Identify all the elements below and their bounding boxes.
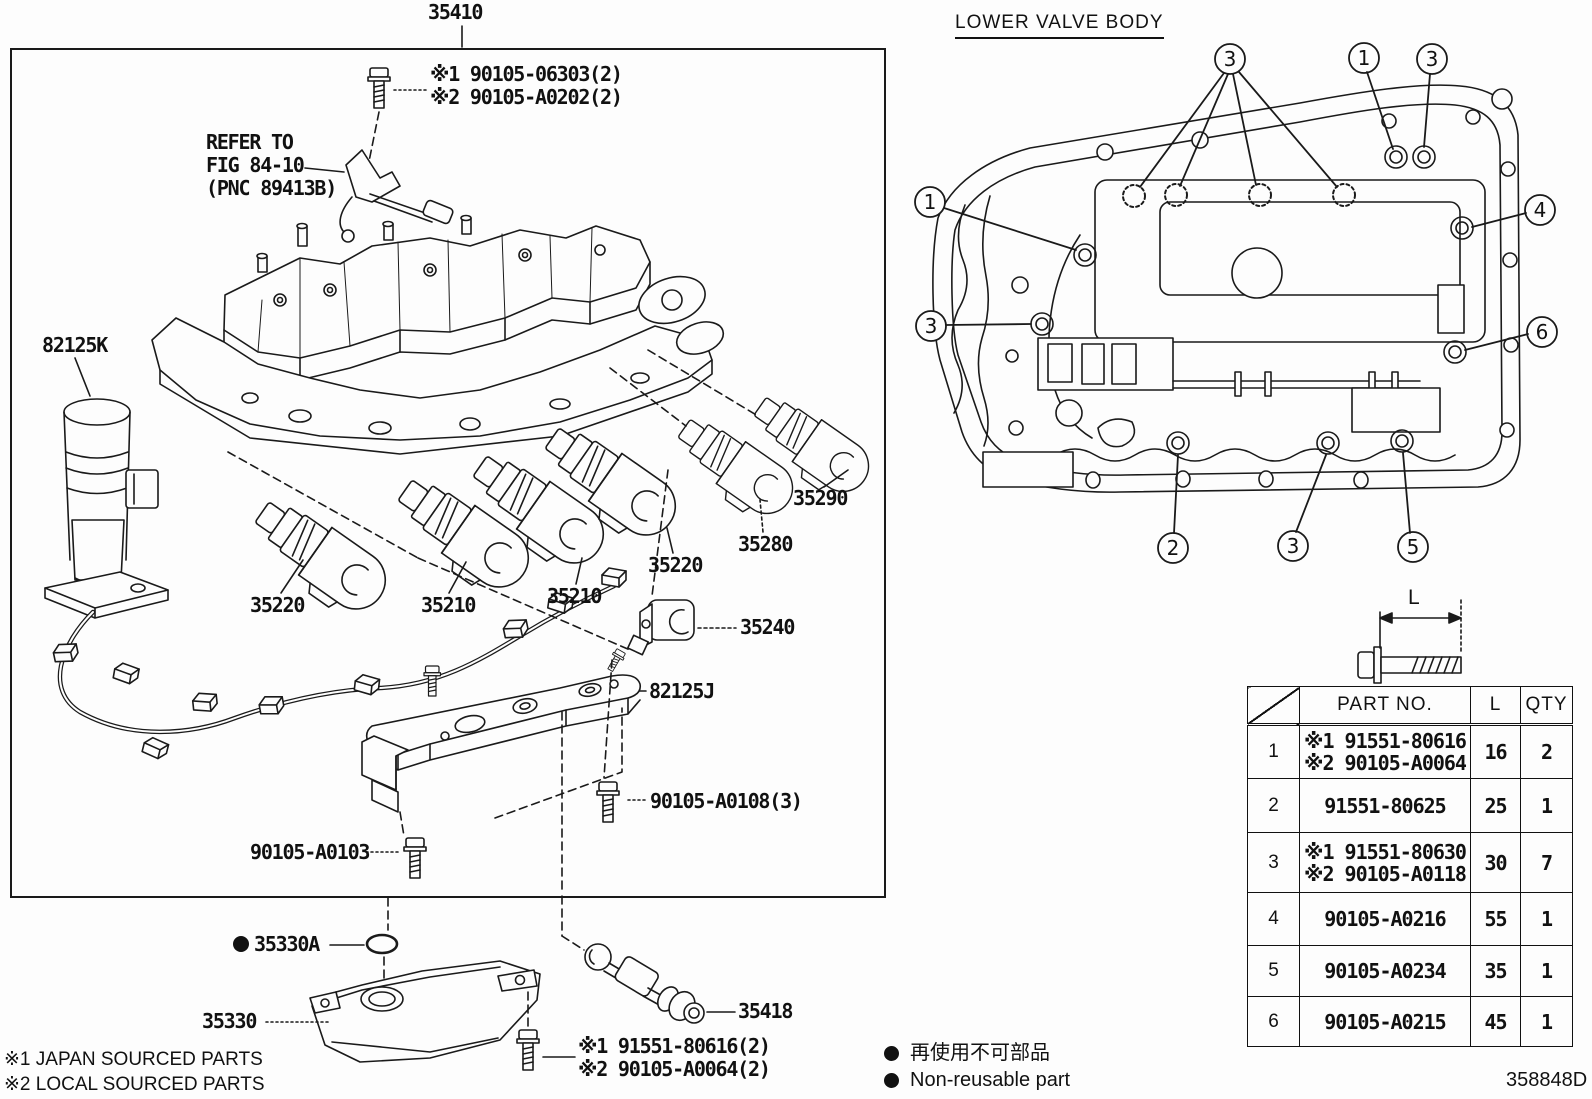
- solenoid-35220-right-label: 35220: [648, 553, 703, 577]
- callout-3-left: 3: [924, 314, 938, 338]
- refer-note-line3: (PNC 89413B): [206, 176, 337, 200]
- bolt-a0108-label: 90105-A0108(3): [650, 789, 803, 813]
- solenoid-35290-label: 35290: [793, 486, 848, 510]
- exploded-view-frame: [10, 48, 886, 898]
- top-bolt-note-line1: ※1 90105-06303(2): [430, 62, 623, 86]
- assembly-number-label: 35410: [428, 0, 483, 24]
- solenoid-35210-right-label: 35210: [547, 584, 602, 608]
- part-no: ※2 90105-A0064: [1304, 751, 1467, 775]
- table-header-row: PART NO. L QTY: [1247, 686, 1573, 725]
- table-row: 2 91551-80625 25 1: [1247, 778, 1573, 833]
- part-no: ※2 90105-A0118: [1304, 861, 1467, 886]
- lower-valve-body-title: LOWER VALVE BODY: [955, 12, 1164, 39]
- solenoid-35210-left-label: 35210: [421, 593, 476, 617]
- refer-note-line1: REFER TO: [206, 130, 294, 154]
- row-no: 3: [1247, 832, 1300, 893]
- callout-3-top-right: 3: [1425, 47, 1439, 71]
- table-row: 3 ※1 91551-80630※2 90105-A0118 30 7: [1247, 832, 1573, 893]
- non-reusable-dot: [233, 936, 249, 952]
- qty-value: 1: [1520, 892, 1573, 946]
- non-reusable-dot: [884, 1073, 899, 1088]
- row-no: 5: [1247, 945, 1300, 997]
- callout-1-left: 1: [923, 190, 937, 214]
- footnote-local-sourced: ※2 LOCAL SOURCED PARTS: [4, 1074, 265, 1095]
- length-value: 45: [1470, 996, 1521, 1047]
- drawing-number: 358848D: [1506, 1069, 1588, 1091]
- length-value: 16: [1470, 724, 1521, 779]
- part-no: 90105-A0216: [1299, 892, 1471, 946]
- solenoid-35240-label: 35240: [740, 615, 795, 639]
- col-header-length: L: [1470, 686, 1521, 725]
- legend-non-reusable-jp: 再使用不可部品: [910, 1042, 1050, 1064]
- callout-3-bottom: 3: [1286, 534, 1300, 558]
- row-no: 2: [1247, 778, 1300, 833]
- fastener-length-table: PART NO. L QTY 1 ※1 91551-80616※2 90105-…: [1247, 686, 1573, 1047]
- qty-value: 1: [1520, 996, 1573, 1047]
- callout-4-right: 4: [1533, 198, 1547, 222]
- oring-label: 35330A: [254, 932, 320, 956]
- table-row: 1 ※1 91551-80616※2 90105-A0064 16 2: [1247, 724, 1573, 779]
- top-bolt-note-line2: ※2 90105-A0202(2): [430, 85, 623, 109]
- bottom-bolt-note-line2: ※2 90105-A0064(2): [578, 1057, 771, 1081]
- bottom-bolt-note-line1: ※1 91551-80616(2): [578, 1034, 771, 1058]
- length-value: 55: [1470, 892, 1521, 946]
- table-row: 6 90105-A0215 45 1: [1247, 996, 1573, 1047]
- row-no: 4: [1247, 892, 1300, 946]
- row-no: 1: [1247, 724, 1300, 779]
- part-no: ※1 91551-80616: [1304, 729, 1467, 753]
- refer-note-line2: FIG 84-10: [206, 153, 305, 177]
- harness-label: 82125K: [42, 333, 108, 357]
- col-header-part-no: PART NO.: [1299, 686, 1471, 725]
- callout-3-top: 3: [1223, 47, 1237, 71]
- callout-6-right: 6: [1535, 320, 1549, 344]
- qty-value: 1: [1520, 778, 1573, 833]
- table-row: 5 90105-A0234 35 1: [1247, 945, 1573, 997]
- length-value: 25: [1470, 778, 1521, 833]
- length-value: 30: [1470, 832, 1521, 893]
- bracket-label: 82125J: [649, 679, 715, 703]
- bolt-a0103-label: 90105-A0103: [250, 840, 370, 864]
- callout-2-bottom: 2: [1166, 536, 1180, 560]
- bolt-length-dimension-label: L: [1408, 586, 1420, 609]
- row-no: 6: [1247, 996, 1300, 1047]
- callout-1-top: 1: [1357, 46, 1371, 70]
- solenoid-35220-left-label: 35220: [250, 593, 305, 617]
- part-no: ※1 91551-80630: [1304, 839, 1467, 864]
- qty-value: 7: [1520, 832, 1573, 893]
- part-no: 90105-A0215: [1299, 996, 1471, 1047]
- callout-5-bottom: 5: [1406, 535, 1420, 559]
- length-value: 35: [1470, 945, 1521, 997]
- accumulator-label: 35418: [738, 999, 793, 1023]
- qty-value: 2: [1520, 724, 1573, 779]
- table-row: 4 90105-A0216 55 1: [1247, 892, 1573, 946]
- strainer-label: 35330: [202, 1009, 257, 1033]
- qty-value: 1: [1520, 945, 1573, 997]
- footnote-japan-sourced: ※1 JAPAN SOURCED PARTS: [4, 1049, 263, 1070]
- part-no: 91551-80625: [1299, 778, 1471, 833]
- part-no: 90105-A0234: [1299, 945, 1471, 997]
- table-corner-diagonal-cell: [1247, 686, 1300, 725]
- col-header-qty: QTY: [1520, 686, 1573, 725]
- non-reusable-dot: [884, 1046, 899, 1061]
- solenoid-35280-label: 35280: [738, 532, 793, 556]
- legend-non-reusable-en: Non-reusable part: [910, 1069, 1071, 1091]
